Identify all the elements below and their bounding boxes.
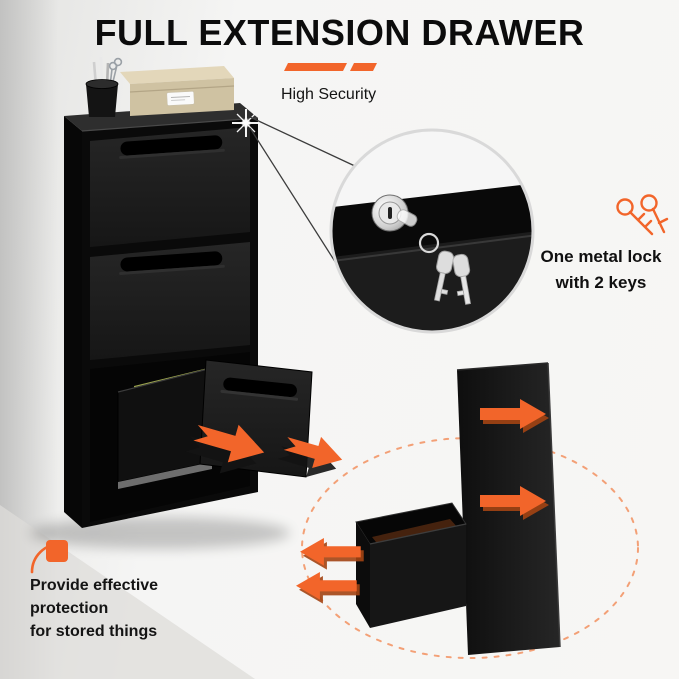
- keys-icon: [616, 194, 669, 236]
- lock-feature-line1: One metal lock: [540, 247, 662, 266]
- panel-arrows: [480, 399, 549, 520]
- sparkle-icon: [232, 109, 260, 137]
- lock-feature-line2: with 2 keys: [555, 273, 647, 292]
- arrow-down-right-icon: [283, 436, 343, 468]
- lock-icon: [371, 194, 418, 232]
- box-label: [166, 91, 195, 106]
- pen-cup: [85, 56, 123, 117]
- corner-arc-icon: [30, 540, 68, 574]
- lock-feature-text: One metal lock with 2 keys: [528, 244, 674, 296]
- open-drawer-handle: [220, 377, 299, 401]
- page-title: FULL EXTENSION DRAWER: [94, 12, 585, 53]
- extension-arrows: [185, 424, 343, 477]
- drawer-slide-rail: [118, 462, 212, 489]
- arrow-right-icon: [480, 399, 546, 429]
- drawer-arrows: [296, 538, 364, 604]
- protection-feature-line2: protection: [30, 600, 109, 617]
- arrow-left-icon: [296, 572, 357, 600]
- diagram-drawer: [355, 502, 467, 628]
- cabinet-side: [64, 116, 82, 528]
- arrow-left-icon: [300, 538, 361, 566]
- protection-feature-text: Provide effective protection for stored …: [30, 574, 158, 643]
- dash-accent-icon: [284, 63, 377, 71]
- drawer-1-handle: [119, 135, 225, 159]
- lock-closeup-callout: [329, 128, 535, 334]
- keys-icon: [418, 232, 471, 305]
- full-extension-diagram: [296, 362, 639, 659]
- drawer-2: [90, 242, 250, 360]
- callout-ring: [329, 128, 535, 334]
- file-cabinet: [64, 103, 313, 528]
- high-security-label: High Security: [281, 86, 377, 103]
- protection-feature-line1: Provide effective: [30, 577, 159, 594]
- drawer-1: [90, 127, 250, 247]
- arrow-right-icon: [480, 486, 546, 516]
- storage-box: [120, 66, 235, 116]
- drawer-2-handle: [119, 251, 225, 275]
- arrow-down-right-icon: [193, 424, 265, 463]
- protection-feature-line3: for stored things: [30, 623, 158, 640]
- cabinet-shadow: [30, 517, 290, 549]
